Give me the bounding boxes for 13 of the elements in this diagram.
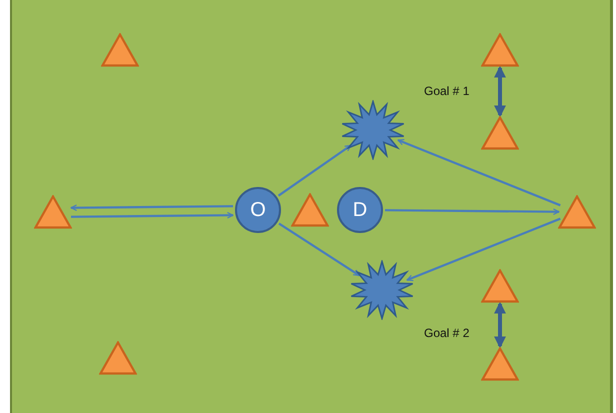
arrow bbox=[70, 204, 233, 212]
goal-label: Goal # 1 bbox=[424, 84, 470, 98]
arrow bbox=[385, 208, 560, 216]
arrow bbox=[406, 218, 561, 282]
goal-label: Goal # 2 bbox=[424, 326, 470, 340]
arrow bbox=[278, 144, 352, 197]
arrow bbox=[71, 212, 234, 219]
player-circle: O bbox=[235, 187, 281, 233]
double-arrow bbox=[494, 66, 506, 118]
arrow bbox=[398, 139, 561, 206]
double-arrow bbox=[494, 302, 506, 348]
player-circle: D bbox=[337, 187, 383, 233]
arrow bbox=[278, 222, 360, 276]
